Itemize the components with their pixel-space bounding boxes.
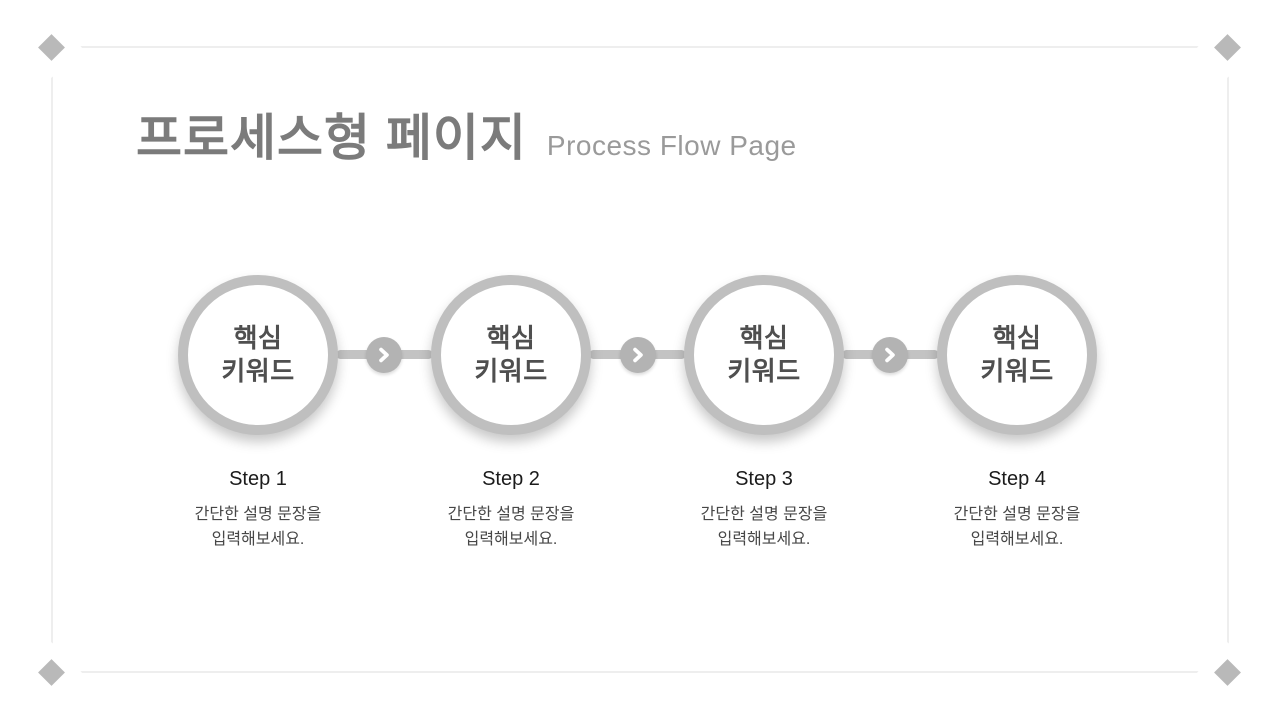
corner-diamond-icon	[1214, 659, 1241, 686]
step-label: Step 3	[735, 468, 793, 490]
corner-diamond-icon	[1214, 34, 1241, 61]
step-caption: Step 4 간단한 설명 문장을 입력해보세요.	[897, 468, 1137, 552]
step-description-line: 간단한 설명 문장을	[194, 506, 322, 523]
keyword-line: 키워드	[474, 356, 548, 386]
corner-diamond-icon	[38, 659, 65, 686]
step-description-line: 입력해보세요.	[464, 531, 558, 548]
connector-arrow-badge	[620, 337, 656, 373]
corner-diamond-icon	[38, 34, 65, 61]
step-description-line: 간단한 설명 문장을	[953, 506, 1081, 523]
keyword-line: 키워드	[727, 356, 801, 386]
step-label: Step 4	[988, 468, 1046, 490]
keyword-text: 핵심 키워드	[474, 322, 547, 388]
step-description: 간단한 설명 문장을 입력해보세요.	[897, 502, 1137, 552]
step-description-line: 간단한 설명 문장을	[700, 506, 828, 523]
keyword-line: 키워드	[980, 356, 1054, 386]
keyword-line: 핵심	[992, 323, 1042, 353]
connector-arrow-badge	[872, 337, 908, 373]
step-description-line: 입력해보세요.	[211, 531, 305, 548]
page-title: 프로세스형 페이지	[136, 110, 527, 166]
step-caption: Step 1 간단한 설명 문장을 입력해보세요.	[138, 468, 378, 552]
keyword-text: 핵심 키워드	[221, 322, 294, 388]
step-description: 간단한 설명 문장을 입력해보세요.	[138, 502, 378, 552]
step-description-line: 입력해보세요.	[970, 531, 1064, 548]
keyword-line: 키워드	[221, 356, 295, 386]
keyword-line: 핵심	[486, 323, 536, 353]
step-label: Step 2	[482, 468, 540, 490]
chevron-right-icon	[379, 347, 389, 363]
step-description: 간단한 설명 문장을 입력해보세요.	[644, 502, 884, 552]
keyword-text: 핵심 키워드	[980, 322, 1053, 388]
connector-arrow-badge	[366, 337, 402, 373]
step-caption: Step 3 간단한 설명 문장을 입력해보세요.	[644, 468, 884, 552]
chevron-right-icon	[633, 347, 643, 363]
keyword-line: 핵심	[739, 323, 789, 353]
keyword-line: 핵심	[233, 323, 283, 353]
step-description: 간단한 설명 문장을 입력해보세요.	[391, 502, 631, 552]
process-circle-step2: 핵심 키워드	[431, 275, 591, 435]
process-circle-step4: 핵심 키워드	[937, 275, 1097, 435]
slide-header: 프로세스형 페이지 Process Flow Page	[136, 106, 797, 171]
chevron-right-icon	[885, 347, 895, 363]
process-circle-step3: 핵심 키워드	[684, 275, 844, 435]
step-description-line: 간단한 설명 문장을	[447, 506, 575, 523]
process-circle-step1: 핵심 키워드	[178, 275, 338, 435]
step-caption: Step 2 간단한 설명 문장을 입력해보세요.	[391, 468, 631, 552]
keyword-text: 핵심 키워드	[727, 322, 800, 388]
page-subtitle: Process Flow Page	[546, 130, 797, 161]
step-label: Step 1	[229, 468, 287, 490]
step-description-line: 입력해보세요.	[717, 531, 811, 548]
